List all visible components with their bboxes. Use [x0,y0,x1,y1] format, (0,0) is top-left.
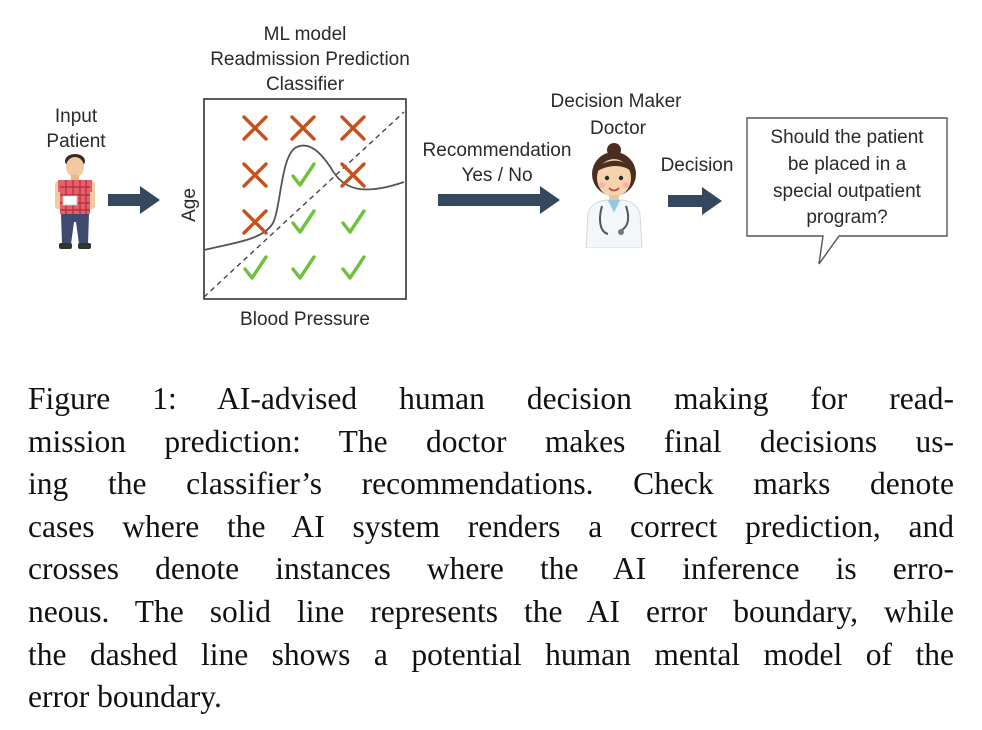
caption-line: mission prediction: The doctor makes fin… [28,423,954,459]
question-line4: program? [806,207,888,228]
cross-mark [242,162,268,188]
human-mental-model-line [203,111,405,298]
classifier-plot [203,98,407,300]
patient-label: Patient [46,131,106,152]
model-title-line1: ML model [263,24,347,45]
caption-line: Figure 1: AI-advised human decision maki… [28,381,954,416]
question-line2: be placed in a [787,154,907,175]
figure-caption: Figure 1: AI-advised human decision maki… [28,378,954,719]
model-title-line3: Classifier [265,74,345,95]
patient-figure [55,154,95,249]
question-line3: special outpatient [773,181,921,202]
arrow-input-to-model [108,186,160,214]
decision-maker-label: Decision Maker [550,91,682,112]
question-speech-bubble [746,117,948,265]
check-mark [291,209,316,234]
recommendation-label: Recommendation [422,140,572,161]
x-axis-label: Blood Pressure [240,309,370,330]
check-mark [341,255,366,280]
doctor-label: Doctor [590,118,646,139]
y-axis-label: Age [179,188,200,222]
caption-line: the dashed line shows a potential human … [28,636,954,672]
caption-line: cases where the AI system renders a corr… [28,508,954,544]
cross-mark [242,115,268,141]
caption-line: error boundary. [28,679,222,715]
check-mark [291,162,316,187]
check-mark [291,255,316,280]
cross-mark [290,115,316,141]
check-mark [243,255,268,280]
model-title-line2: Readmission Prediction [210,49,410,70]
cross-mark [340,162,366,188]
question-line1: Should the patient [770,127,924,148]
input-label: Input [54,106,98,127]
cross-mark [340,115,366,141]
yes-no-label: Yes / No [461,165,533,186]
arrow-model-to-doctor [438,186,560,214]
doctor-figure [585,143,643,248]
caption-line: neous. The solid line represents the AI … [28,593,954,629]
check-mark [341,209,366,234]
arrow-doctor-to-decision [668,187,722,215]
decision-label: Decision [660,155,734,176]
cross-mark [242,209,268,235]
caption-line: ing the classifier’s recommendations. Ch… [28,466,954,502]
caption-line: crosses denote instances where the AI in… [28,551,954,587]
ai-error-boundary-line [203,144,405,251]
